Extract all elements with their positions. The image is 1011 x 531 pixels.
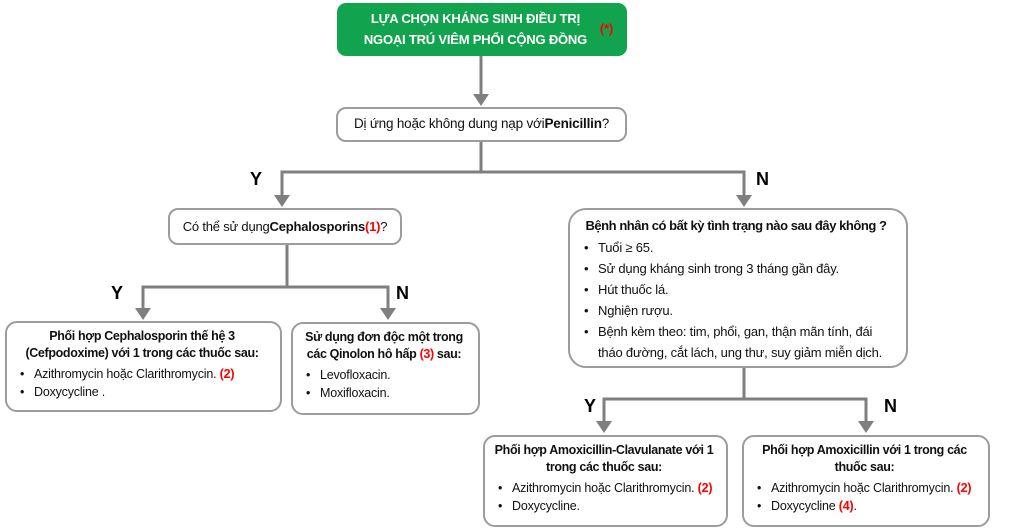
cephalosporin-combo-title: Phối hợp Cephalosporin thế hệ 3 (Cefpodo… — [25, 329, 259, 361]
amoxicillin-list: Azithromycin hoặc Clarithromycin. (2)Dox… — [749, 479, 980, 517]
outcome-quinolone-monotherapy: Sử dụng đơn độc một trong các Qinolon hô… — [291, 322, 480, 415]
branch-label-no: N — [884, 396, 897, 416]
branch-label-yes: Y — [250, 169, 263, 189]
quinolone-title: Sử dụng đơn độc một trong các Qinolon hô… — [305, 330, 463, 362]
branch-label-yes: Y — [111, 283, 124, 303]
question-cephalosporins-possible: Có thể sử dụng Cephalosporins (1) ? — [168, 208, 402, 245]
outcome-amoxicillin-clavulanate-combo: Phối hợp Amoxicillin-Clavulanate với 1 t… — [483, 435, 728, 527]
arrowhead — [858, 421, 874, 433]
arrowhead — [380, 308, 396, 320]
start-node-title: LỰA CHỌN KHÁNG SINH ĐIỀU TRỊ NGOẠI TRÚ V… — [337, 3, 627, 56]
arrowhead — [135, 308, 151, 320]
quinolone-list: Levofloxacin.Moxifloxacin. — [298, 366, 470, 404]
branch-label-no: N — [756, 169, 769, 189]
risk-factors-title: Bệnh nhân có bất kỳ tình trạng nào sau đ… — [585, 218, 887, 233]
arrowhead — [473, 94, 489, 106]
outcome-cephalosporin-combo: Phối hợp Cephalosporin thế hệ 3 (Cefpodo… — [5, 321, 282, 412]
amoxicillin-title: Phối hợp Amoxicillin với 1 trong các thu… — [762, 443, 967, 475]
arrowhead — [596, 421, 612, 433]
amoxicillin-clavulanate-title: Phối hợp Amoxicillin-Clavulanate với 1 t… — [494, 443, 714, 475]
branch-label-no: N — [396, 283, 409, 303]
amoxicillin-clavulanate-list: Azithromycin hoặc Clarithromycin. (2)Dox… — [490, 479, 718, 517]
cephalosporin-combo-list: Azithromycin hoặc Clarithromycin. (2)Dox… — [12, 365, 272, 403]
branch-label-yes: Y — [584, 396, 597, 416]
arrowhead — [274, 195, 290, 207]
question-penicillin-allergy: Dị ứng hoặc không dung nạp với Penicilli… — [336, 107, 627, 142]
question-risk-factors: Bệnh nhân có bất kỳ tình trạng nào sau đ… — [568, 208, 908, 368]
arrowhead — [736, 195, 752, 207]
outcome-amoxicillin-combo: Phối hợp Amoxicillin với 1 trong các thu… — [742, 435, 990, 527]
risk-factors-list: Tuổi ≥ 65.Sử dụng kháng sinh trong 3 thá… — [576, 237, 896, 363]
